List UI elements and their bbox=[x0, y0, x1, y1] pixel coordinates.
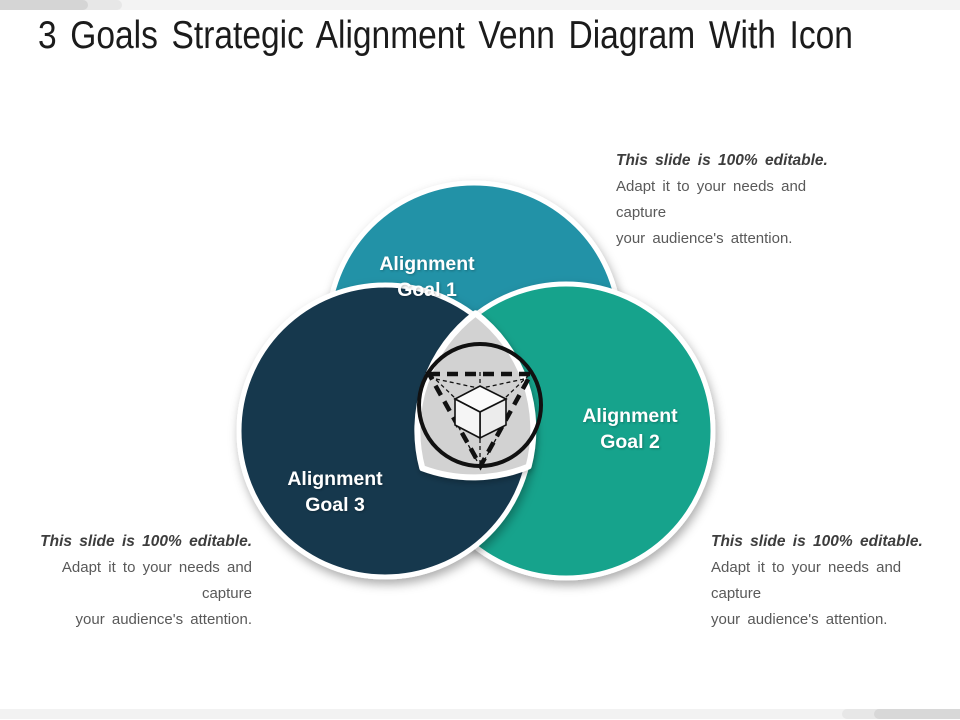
top-bar-dark-pill bbox=[0, 0, 88, 10]
cube-3d-projection-icon bbox=[417, 342, 543, 471]
circle-label-line: Goal 3 bbox=[305, 494, 365, 516]
page-title: 3 Goals Strategic Alignment Venn Diagram… bbox=[38, 14, 853, 57]
circle-label-line: Goal 2 bbox=[600, 431, 660, 453]
note-headline: This slide is 100% editable. bbox=[40, 533, 252, 550]
circle-label-goal-1: Alignment Goal 1 bbox=[342, 251, 512, 303]
note-body-line: your audience's attention. bbox=[616, 230, 793, 247]
cube-shape bbox=[453, 385, 508, 440]
note-body-line: your audience's attention. bbox=[75, 611, 252, 628]
circle-label-line: Alignment bbox=[379, 253, 475, 275]
bottom-bar-dark-pill bbox=[874, 709, 960, 719]
top-bar-light-segment bbox=[0, 0, 960, 10]
note-body-line: Adapt it to your needs and capture bbox=[616, 178, 807, 221]
note-bottom-left: This slide is 100% editable. Adapt it to… bbox=[36, 529, 252, 633]
note-body-line: Adapt it to your needs and capture bbox=[61, 559, 252, 602]
projection-lines bbox=[430, 372, 530, 464]
circle-label-line: Alignment bbox=[287, 468, 383, 490]
note-headline: This slide is 100% editable. bbox=[711, 533, 923, 550]
circle-label-goal-3: Alignment Goal 3 bbox=[250, 466, 420, 518]
circle-label-line: Alignment bbox=[582, 405, 678, 427]
circle-label-line: Goal 1 bbox=[397, 279, 457, 301]
note-body-line: Adapt it to your needs and capture bbox=[711, 559, 902, 602]
note-bottom-right: This slide is 100% editable. Adapt it to… bbox=[711, 529, 927, 633]
top-decoration-bar bbox=[0, 0, 960, 10]
bottom-bar-light-segment bbox=[0, 709, 960, 719]
note-body-line: your audience's attention. bbox=[711, 611, 888, 628]
note-headline: This slide is 100% editable. bbox=[616, 152, 828, 169]
circle-label-goal-2: Alignment Goal 2 bbox=[545, 403, 715, 455]
bottom-decoration-bar bbox=[0, 709, 960, 719]
note-top-right: This slide is 100% editable. Adapt it to… bbox=[616, 148, 832, 252]
